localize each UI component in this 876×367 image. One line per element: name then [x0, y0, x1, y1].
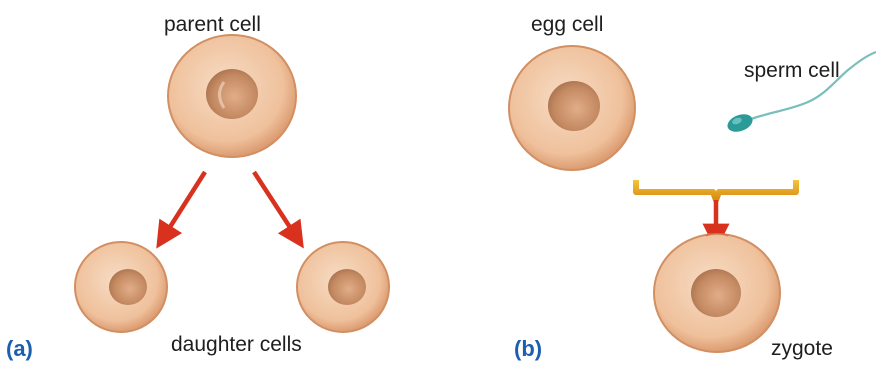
zygote-label: zygote	[771, 338, 833, 359]
daughter-cell	[75, 242, 167, 332]
parent-cell	[168, 35, 296, 157]
sperm-cell-label: sperm cell	[744, 60, 840, 81]
arrow-down-right	[254, 172, 297, 238]
arrow-down-left	[163, 172, 205, 238]
parent-cell-label: parent cell	[164, 14, 261, 35]
panel-b-tag: (b)	[514, 338, 542, 360]
daughter-cells-label: daughter cells	[171, 334, 302, 355]
egg-cell-label: egg cell	[531, 14, 603, 35]
daughter-cell	[297, 242, 389, 332]
panel-a-tag: (a)	[6, 338, 33, 360]
egg-cell	[509, 46, 635, 170]
zygote-cell	[654, 233, 780, 352]
merge-bracket	[636, 180, 796, 200]
